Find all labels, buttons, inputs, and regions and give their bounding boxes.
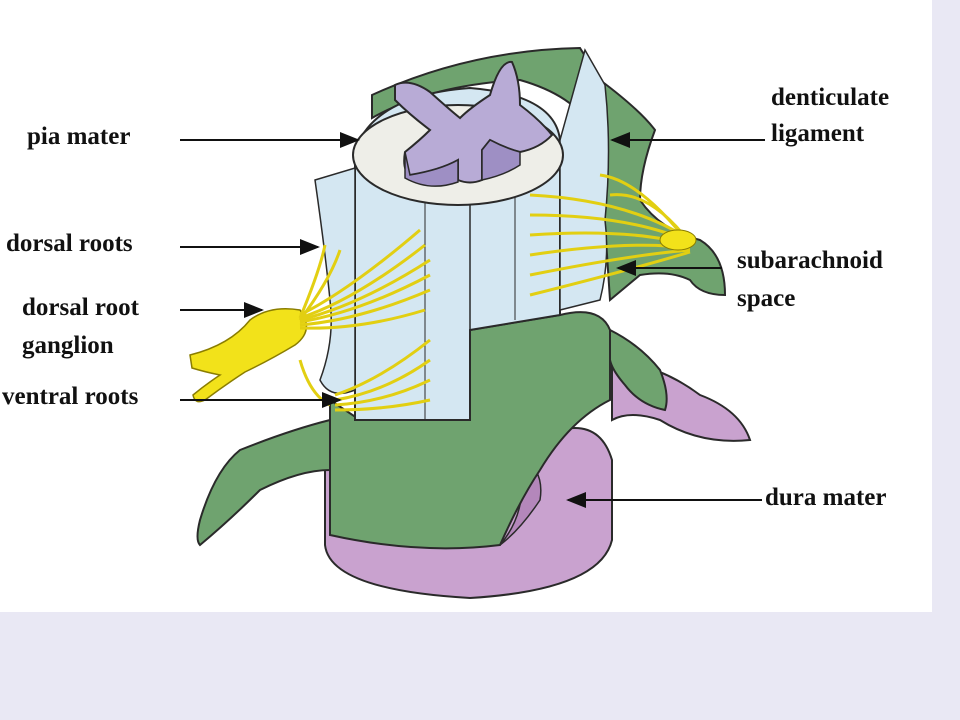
label-denticulate-line1: denticulate: [771, 84, 890, 111]
spinal-meninges-diagram: [189, 46, 752, 600]
label-dorsal-root-line1: dorsal root: [22, 294, 139, 321]
denticulate-ligament-left: [314, 166, 356, 395]
label-ventral-roots: ventral roots: [2, 383, 139, 410]
label-subarachnoid-line2: space: [737, 285, 796, 312]
grey-matter-depth: [404, 139, 521, 187]
arachnoid-left-sleeve: [196, 418, 331, 547]
label-dorsal-roots: dorsal roots: [6, 230, 133, 257]
arachnoid-right-flap: [609, 328, 668, 412]
label-pia-mater: pia mater: [27, 123, 131, 150]
arachnoid-lower-sleeve: [329, 311, 611, 550]
slide-panel: pia mater dorsal roots dorsal root gangl…: [0, 0, 932, 612]
label-dura-mater: dura mater: [765, 484, 887, 511]
label-subarachnoid-line1: subarachnoid: [737, 247, 883, 274]
left-nerve-rootlets: [298, 228, 431, 412]
label-dorsal-root-line2: ganglion: [22, 332, 114, 359]
right-root-bundle: [659, 229, 697, 251]
label-denticulate-line2: ligament: [771, 120, 865, 147]
dorsal-root-ganglion: [189, 308, 308, 403]
